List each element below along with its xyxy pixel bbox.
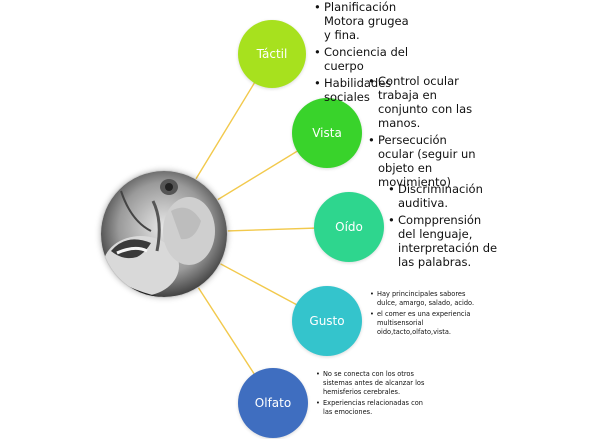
node-gusto[interactable]: Gusto [292, 286, 362, 356]
bullet-item: Persecución ocular (seguir un objeto en … [368, 133, 476, 189]
node-label: Oído [335, 220, 363, 234]
node-label: Vista [312, 126, 342, 140]
bullets-gusto: Hay princincipales sabores dulce, amargo… [370, 290, 482, 339]
bullets-olfato: No se conecta con los otros sistemas ant… [316, 370, 426, 419]
node-oido[interactable]: Oído [314, 192, 384, 262]
bullet-item: Hay princincipales sabores dulce, amargo… [370, 290, 482, 308]
bullet-item: Compprensión del lenguaje, interpretació… [388, 213, 500, 269]
node-olfato[interactable]: Olfato [238, 368, 308, 438]
node-label: Olfato [254, 396, 292, 410]
bullets-vista: Control ocular trabaja en conjunto con l… [368, 74, 476, 192]
bullet-item: Planificación Motora grugea y fina. [314, 0, 414, 42]
bullet-item: el comer es una experiencia multisensori… [370, 310, 482, 337]
bullet-item: Discriminación auditiva. [388, 182, 500, 210]
node-vista[interactable]: Vista [292, 98, 362, 168]
node-tactil[interactable]: Táctil [238, 20, 306, 88]
bullet-item: Conciencia del cuerpo [314, 45, 414, 73]
face-image [101, 171, 227, 297]
hub-photo [100, 170, 228, 298]
bullet-item: Control ocular trabaja en conjunto con l… [368, 74, 476, 130]
bullet-item: No se conecta con los otros sistemas ant… [316, 370, 426, 397]
node-label: Táctil [256, 47, 288, 61]
bullets-oido: Discriminación auditiva. Compprensión de… [388, 182, 500, 272]
node-label: Gusto [309, 314, 345, 328]
bullet-item: Experiencias relacionadas con las emocio… [316, 399, 426, 417]
